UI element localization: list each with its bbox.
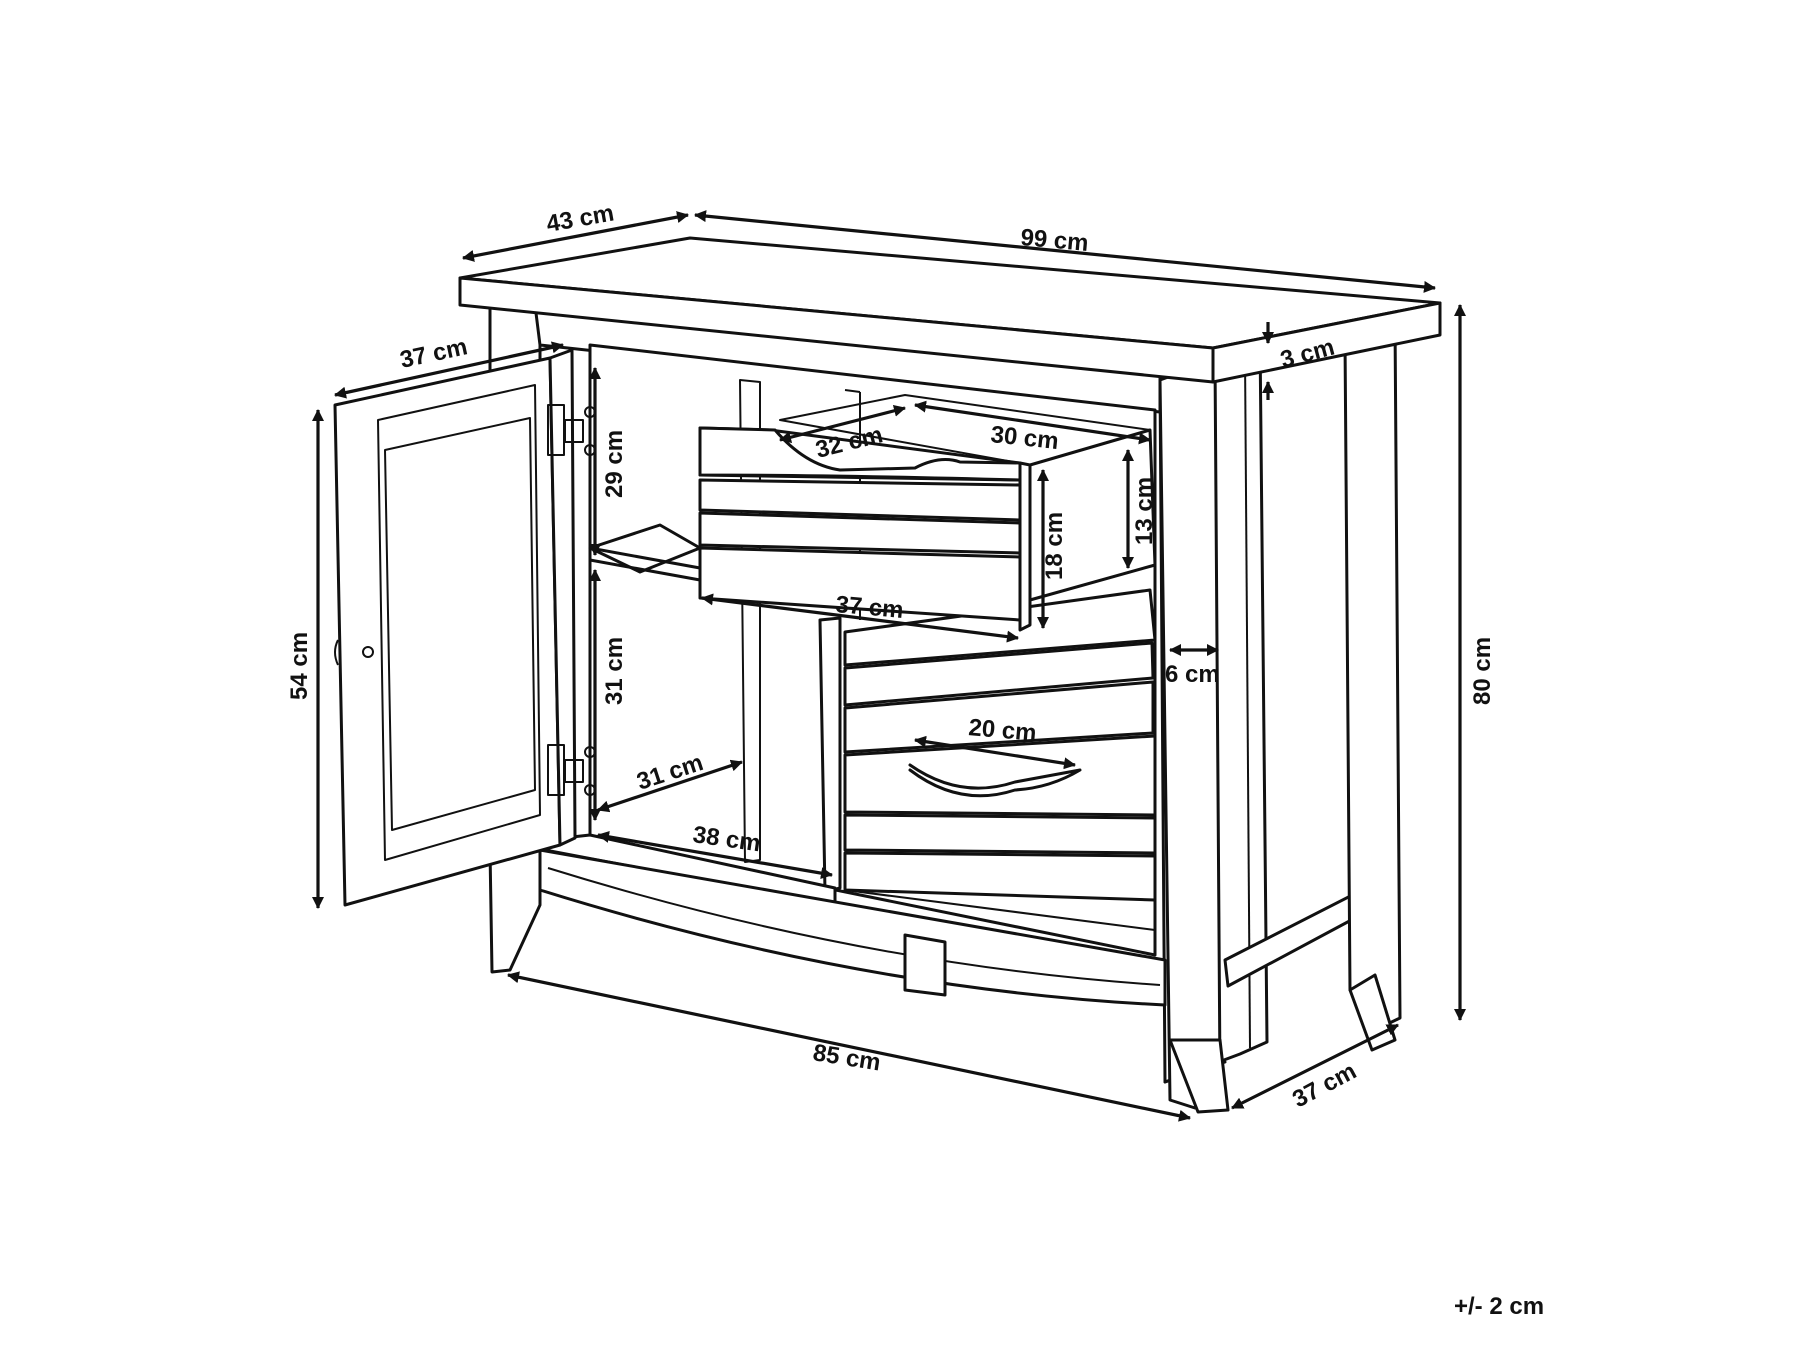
label-door-height: 54 cm (286, 632, 313, 700)
label-total-height: 80 cm (1469, 637, 1496, 705)
drawer-stack (843, 588, 1157, 931)
label-drawer-height: 18 cm (1041, 512, 1068, 580)
label-drawer-inner-height: 13 cm (1131, 477, 1158, 545)
label-lower-compartment-height: 31 cm (601, 637, 628, 705)
tolerance-note: +/- 2 cm (1454, 1293, 1545, 1320)
label-base-width: 85 cm (811, 1039, 882, 1076)
label-base-depth: 37 cm (1288, 1058, 1361, 1114)
label-drawer-width: 37 cm (834, 591, 904, 624)
open-door (333, 348, 596, 907)
label-handle-width: 20 cm (967, 714, 1037, 747)
dimension-lines (312, 210, 1466, 1122)
label-top-width: 99 cm (1019, 224, 1089, 257)
label-side-gap: 6 cm (1165, 661, 1220, 688)
label-upper-compartment-height: 29 cm (601, 430, 628, 498)
